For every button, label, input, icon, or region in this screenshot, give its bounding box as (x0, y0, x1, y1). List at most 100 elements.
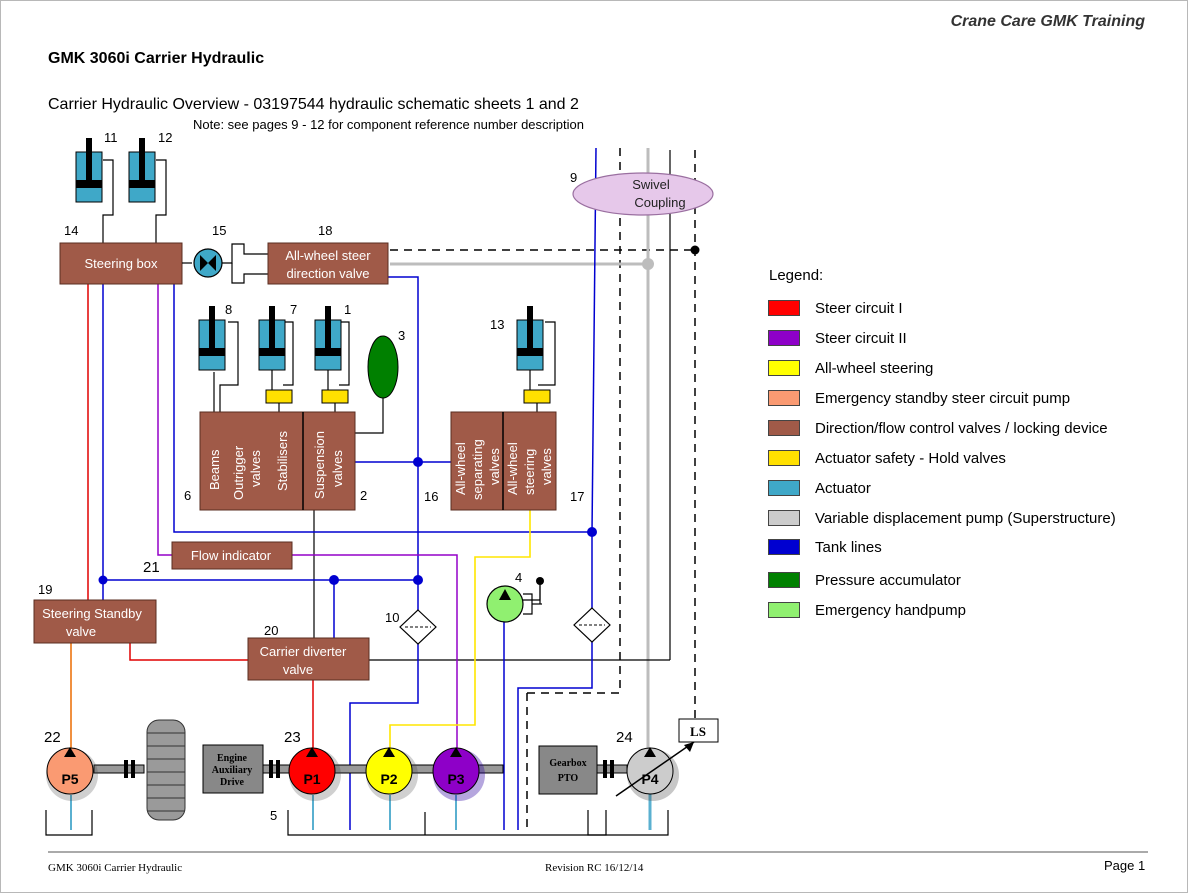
aw-steer-label-3: valves (539, 448, 554, 485)
aw-sep-label-2: separating (470, 439, 485, 500)
pump-p5: P5 (46, 747, 98, 801)
swivel-label-1: Swivel (632, 177, 670, 192)
page-note: Note: see pages 9 - 12 for component ref… (193, 117, 584, 132)
all-wheel-steer-direction-valve (267, 242, 389, 285)
ref-12: 12 (158, 130, 172, 145)
ref-24: 24 (616, 729, 633, 746)
filter-17 (573, 607, 611, 643)
legend-item: Direction/flow control valves / locking … (768, 417, 1108, 439)
legend-swatch (768, 360, 800, 376)
engine-label-3: Drive (220, 777, 244, 788)
ref-6: 6 (184, 488, 191, 503)
ref-21: 21 (143, 559, 160, 576)
swivel-coupling (572, 172, 714, 216)
shaft-p5 (93, 760, 145, 778)
legend-swatch (768, 300, 800, 316)
legend-title: Legend: (769, 267, 824, 284)
aw-sep-label-3: valves (487, 448, 502, 485)
footer-page-number: Page 1 (1104, 858, 1146, 873)
ref-16: 16 (424, 489, 438, 504)
ref-17: 17 (570, 489, 584, 504)
ref-13: 13 (490, 317, 504, 332)
legend-swatch (768, 450, 800, 466)
engine-label-1: Engine (217, 753, 248, 764)
tyre-icon (146, 719, 186, 821)
legend-swatch (768, 510, 800, 526)
pump-p1: P1 (288, 747, 341, 801)
pump-p3-label: P3 (447, 771, 464, 787)
ls-label: LS (690, 724, 706, 739)
footer-revision: Revision RC 16/12/14 (545, 862, 644, 874)
cylinder-11 (75, 138, 103, 203)
suspension-valves (302, 411, 356, 511)
legend-label: Tank lines (815, 538, 882, 556)
standby-label-2: valve (66, 624, 96, 639)
ref-2: 2 (360, 488, 367, 503)
pump-p4-label: P4 (641, 771, 658, 787)
outrigger-label-2: valves (248, 450, 263, 487)
beams-label: Beams (207, 449, 222, 490)
footer-title: GMK 3060i Carrier Hydraulic (48, 862, 183, 874)
filter-10 (399, 609, 437, 645)
tank-junctions (98, 457, 597, 585)
aw-sep-label-1: All-wheel (453, 442, 468, 495)
gearbox-label-2: PTO (558, 773, 579, 784)
all-wheel-steering-lines (389, 510, 531, 748)
awd-valve-label-2: direction valve (286, 266, 369, 281)
engine-auxiliary-drive: Engine Auxiliary Drive (202, 744, 264, 794)
steering-box-label: Steering box (85, 256, 158, 271)
cylinder-1 (314, 306, 349, 412)
pump-p2-label: P2 (380, 771, 397, 787)
pump-p1-label: P1 (303, 771, 320, 787)
dashed-ls-lines (390, 148, 696, 830)
ref-18: 18 (318, 223, 332, 238)
ref-4: 4 (515, 570, 522, 585)
awd-valve-label-1: All-wheel steer (285, 248, 371, 263)
legend-label: Pressure accumulator (815, 571, 961, 589)
legend-swatch (768, 420, 800, 436)
legend-item: Tank lines (768, 536, 882, 558)
ref-10: 10 (385, 610, 399, 625)
legend-item: Pressure accumulator (768, 569, 961, 591)
legend-label: Direction/flow control valves / locking … (815, 419, 1108, 437)
gearbox-label-1: Gearbox (549, 758, 586, 769)
grey-pump-lines (390, 148, 652, 830)
steer-circuit-i-lines (87, 284, 314, 748)
grey-junction-dot (642, 258, 654, 270)
outrigger-label-1: Outrigger (231, 445, 246, 500)
legend-item: All-wheel steering (768, 357, 933, 379)
ls-box (678, 718, 719, 743)
ref-23: 23 (284, 729, 301, 746)
legend-label: Variable displacement pump (Superstructu… (815, 509, 1116, 527)
page-title: GMK 3060i Carrier Hydraulic (48, 50, 265, 67)
pump-p4: P4 (615, 741, 695, 801)
standby-label-1: Steering Standby (42, 606, 142, 621)
ref-19: 19 (38, 582, 52, 597)
stabilisers-label: Stabilisers (275, 431, 290, 491)
flow-indicator (171, 541, 293, 570)
ref-7: 7 (290, 302, 297, 317)
legend-swatch (768, 539, 800, 555)
cylinder-7 (258, 306, 293, 412)
aw-steer-label-2: steering (522, 449, 537, 495)
ref-11: 11 (104, 130, 118, 145)
black-lines (45, 150, 696, 836)
legend-swatch (768, 572, 800, 588)
flow-divider-15 (182, 243, 268, 284)
steering-standby-valve (33, 599, 157, 644)
pump-p3: P3 (432, 747, 485, 801)
aw-steer-label-1: All-wheel (505, 442, 520, 495)
cylinder-12 (128, 138, 156, 203)
legend-item: Emergency standby steer circuit pump (768, 387, 1070, 409)
all-wheel-steering-valves (502, 411, 557, 511)
brand-header: Crane Care GMK Training (950, 13, 1145, 30)
pump-p5-label: P5 (61, 771, 78, 787)
ref-1: 1 (344, 302, 351, 317)
legend-label: Emergency standby steer circuit pump (815, 389, 1071, 407)
pressure-accumulator-3 (367, 335, 399, 399)
page-subtitle: Carrier Hydraulic Overview - 03197544 hy… (48, 96, 579, 113)
flow-indicator-label: Flow indicator (191, 548, 272, 563)
legend-label: Steer circuit II (815, 329, 907, 347)
